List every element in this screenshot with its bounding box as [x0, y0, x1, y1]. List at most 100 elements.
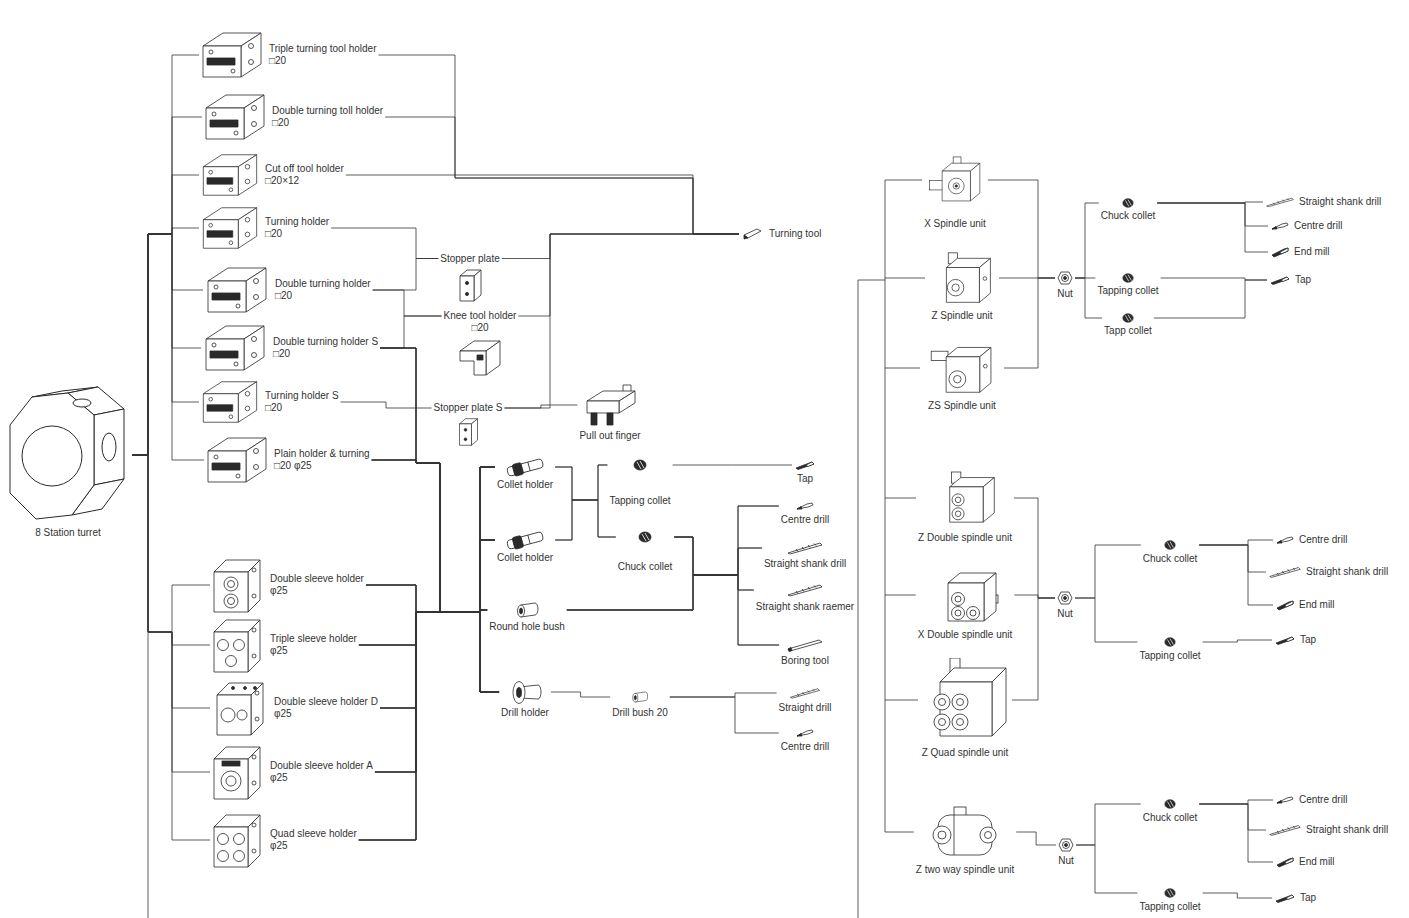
connector [375, 612, 499, 772]
part-label: Quad sleeve holder [270, 828, 357, 840]
part-label: Z two way spindle unit [916, 864, 1014, 876]
part-label: Chuck collet [1143, 812, 1197, 824]
part-node: Chuck collet [1141, 537, 1199, 567]
label-group: Straight drill [779, 702, 832, 714]
label-group: Stopper plate [440, 253, 500, 265]
connector [380, 610, 487, 708]
part-label: Stopper plate S [434, 402, 503, 414]
connector [366, 585, 487, 612]
part-label: Collet holder [497, 479, 553, 491]
connector [674, 537, 762, 575]
connector [380, 316, 442, 348]
part-label: Tap [797, 473, 813, 485]
label-group: Turning tool [769, 228, 821, 240]
part-label: Tap [1300, 892, 1316, 904]
part-illustration [1269, 275, 1291, 285]
label-group: Drill bush 20 [612, 707, 668, 719]
part-illustration [1164, 636, 1176, 648]
part-label: □20 [265, 402, 339, 414]
label-group: Collet holder [497, 479, 553, 491]
part-label: Boring tool [781, 655, 829, 667]
bus-line [858, 280, 885, 281]
part-node: Chuck collet [1099, 195, 1157, 224]
part-illustration [1265, 195, 1295, 209]
part-illustration [206, 435, 268, 485]
part-node: Straight shank drill [1266, 563, 1390, 581]
connector [551, 692, 610, 697]
part-node: 8 Station turret [4, 383, 133, 541]
part-node: ZS Spindle unit [920, 338, 1004, 414]
part-label: Cut off tool holder [265, 163, 344, 175]
part-node: Triple turning tool holder□20 [199, 28, 378, 82]
part-label: □20 [269, 55, 376, 67]
part-node: Drill bush 20 [610, 688, 670, 721]
part-node: Straight shank drill [762, 539, 848, 572]
part-node: Turning tool [739, 225, 823, 243]
part-illustration [212, 679, 268, 737]
connector [366, 585, 499, 692]
label-group: Double turning holder□20 [275, 278, 371, 302]
part-node: Nut [1055, 268, 1075, 302]
connector [359, 610, 487, 645]
label-group: Z Spindle unit [931, 310, 992, 322]
part-illustration [1122, 272, 1134, 284]
label-group: Double turning holder S□20 [273, 336, 378, 360]
connector [505, 234, 740, 408]
label-group: Tapping collet [1139, 901, 1200, 913]
part-illustration [201, 152, 259, 198]
connector [133, 175, 200, 455]
part-label: □20 φ25 [274, 460, 370, 472]
connector [1075, 278, 1102, 318]
part-node: Double turning holder S□20 [201, 321, 380, 375]
part-label: Nut [1058, 855, 1074, 867]
part-label: X Double spindle unit [918, 629, 1013, 641]
connector [674, 537, 754, 590]
part-label: Knee tool holder [444, 310, 517, 322]
part-node: Tapp collet [1102, 310, 1154, 339]
label-group: Double sleeve holder Aφ25 [270, 760, 373, 784]
part-illustration [1164, 798, 1176, 810]
label-group: X Spindle unit [924, 218, 986, 230]
connector [1157, 202, 1263, 203]
connector [673, 465, 792, 466]
label-group: Drill holder [501, 707, 549, 719]
connector [1157, 203, 1268, 252]
bracket-line [885, 832, 914, 833]
part-illustration [212, 616, 262, 674]
connector [555, 465, 607, 540]
part-label: Triple turning tool holder [269, 43, 376, 55]
connector [1014, 498, 1055, 598]
part-illustration [1164, 887, 1176, 899]
part-illustration [508, 680, 543, 705]
label-group: ZS Spindle unit [928, 400, 996, 412]
part-illustration [505, 530, 545, 550]
part-node: Pull out finger [577, 381, 642, 444]
bracket-line [885, 700, 918, 701]
bus-line [858, 280, 859, 918]
connector [1075, 598, 1137, 642]
connector [133, 234, 202, 455]
part-label: Centre drill [781, 741, 829, 753]
label-group: X Double spindle unit [918, 629, 1013, 641]
label-group: Chuck collet [1143, 812, 1197, 824]
part-node: Drill holder [499, 678, 551, 721]
label-group: Z Quad spindle unit [922, 747, 1009, 759]
connector [380, 467, 495, 708]
connector [375, 540, 495, 772]
label-group: Straight shank drill [1299, 196, 1381, 208]
connector [1012, 598, 1055, 700]
part-label: Double turning toll holder [272, 105, 383, 117]
part-label: Double sleeve holder A [270, 760, 373, 772]
bracket-line [885, 180, 886, 832]
part-label: φ25 [270, 585, 364, 597]
part-illustration [1275, 856, 1295, 868]
connector [133, 455, 211, 645]
part-node: Chuck collet [1141, 796, 1199, 826]
part-label: Tapp collet [1104, 325, 1152, 337]
part-label: □20 [273, 348, 378, 360]
part-node: X Spindle unit [922, 151, 988, 232]
connector [1199, 804, 1266, 830]
label-group: Tap [1300, 892, 1316, 904]
label-group: Centre drill [781, 514, 829, 526]
label-group: Centre drill [1299, 794, 1347, 806]
